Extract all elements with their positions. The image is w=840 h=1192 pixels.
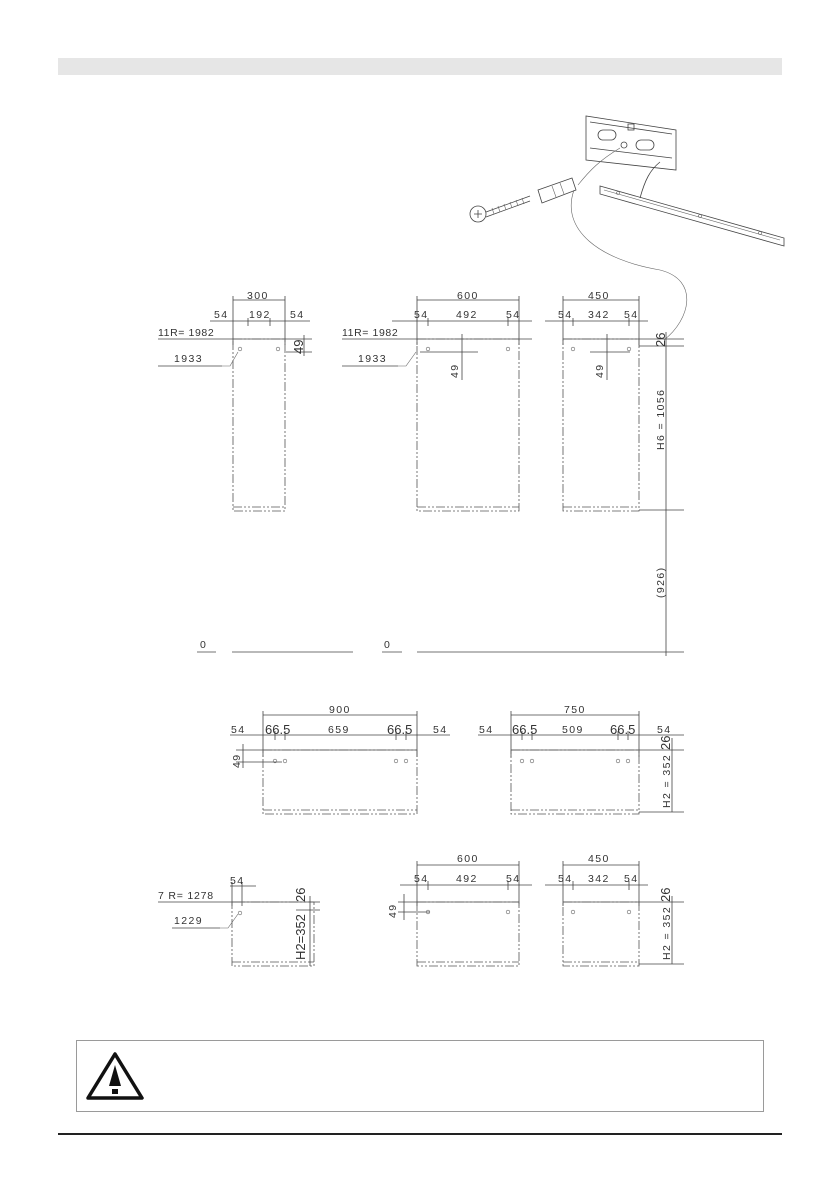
r1c2-mid: 492 <box>456 309 478 321</box>
r3c1-ref2: 1229 <box>174 915 203 927</box>
r1c1-side: 49 <box>291 340 306 354</box>
zero-left: 0 <box>200 639 207 651</box>
r3c2-right: 54 <box>506 873 520 885</box>
r3c3-height: H2 = 352 <box>661 906 673 960</box>
r1c2-ref: 11R= 1982 <box>342 327 398 339</box>
r2c1-mid: 659 <box>328 724 350 736</box>
r1c3-mid: 342 <box>588 309 610 321</box>
r1c1-width: 300 <box>247 290 269 302</box>
r1c2-side: 49 <box>449 364 461 378</box>
r2c1-a: 66.5 <box>265 722 290 737</box>
warning-triangle-icon <box>85 1051 145 1101</box>
r1c3-top: 26 <box>653 333 668 347</box>
r3c1-ref: 7 R= 1278 <box>158 890 214 902</box>
r2c1-left: 54 <box>231 724 245 736</box>
r1c2-ref2: 1933 <box>358 353 387 365</box>
r1c1-left: 54 <box>214 309 228 321</box>
cabinet-450-top <box>545 296 684 656</box>
r3c3-right: 54 <box>624 873 638 885</box>
footer-rule <box>58 1133 782 1135</box>
r1c3-left: 54 <box>558 309 572 321</box>
r1c1-ref: 11R= 1982 <box>158 327 214 339</box>
r2c2-width: 750 <box>564 704 586 716</box>
r2c1-right: 54 <box>433 724 447 736</box>
r2c2-height: H2 = 352 <box>661 754 673 808</box>
r1c3-side: 49 <box>594 364 606 378</box>
r2c2-mid: 509 <box>562 724 584 736</box>
r3c1-height: H2=352 <box>293 914 308 960</box>
r1c1-mid: 192 <box>249 309 271 321</box>
r3c1-w: 54 <box>230 875 244 887</box>
r1c3-height: H6 = 1056 <box>655 389 667 450</box>
r1c2-left: 54 <box>414 309 428 321</box>
r2c1-b: 66.5 <box>387 722 412 737</box>
r3c2-side: 49 <box>387 904 399 918</box>
r3c1-top: 26 <box>293 888 308 902</box>
hardware-illustration <box>470 116 784 340</box>
r1c3-gap: (926) <box>655 566 667 598</box>
r2c2-b: 66.5 <box>610 722 635 737</box>
r3c3-top: 26 <box>658 888 673 902</box>
r1c1-right: 54 <box>290 309 304 321</box>
zero-right: 0 <box>384 639 391 651</box>
r1c2-width: 600 <box>457 290 479 302</box>
r3c3-mid: 342 <box>588 873 610 885</box>
r3c3-width: 450 <box>588 853 610 865</box>
r1c3-right: 54 <box>624 309 638 321</box>
r1c2-right: 54 <box>506 309 520 321</box>
warning-box <box>76 1040 764 1112</box>
r2c1-side: 49 <box>231 754 243 768</box>
r2c2-left: 54 <box>479 724 493 736</box>
r1c1-ref2: 1933 <box>174 353 203 365</box>
r3c2-mid: 492 <box>456 873 478 885</box>
r2c2-a: 66.5 <box>512 722 537 737</box>
r2c2-right: 54 <box>657 724 671 736</box>
r2c1-width: 900 <box>329 704 351 716</box>
r3c3-left: 54 <box>558 873 572 885</box>
r3c2-width: 600 <box>457 853 479 865</box>
r2c2-top: 26 <box>658 736 673 750</box>
r3c2-left: 54 <box>414 873 428 885</box>
r1c3-width: 450 <box>588 290 610 302</box>
